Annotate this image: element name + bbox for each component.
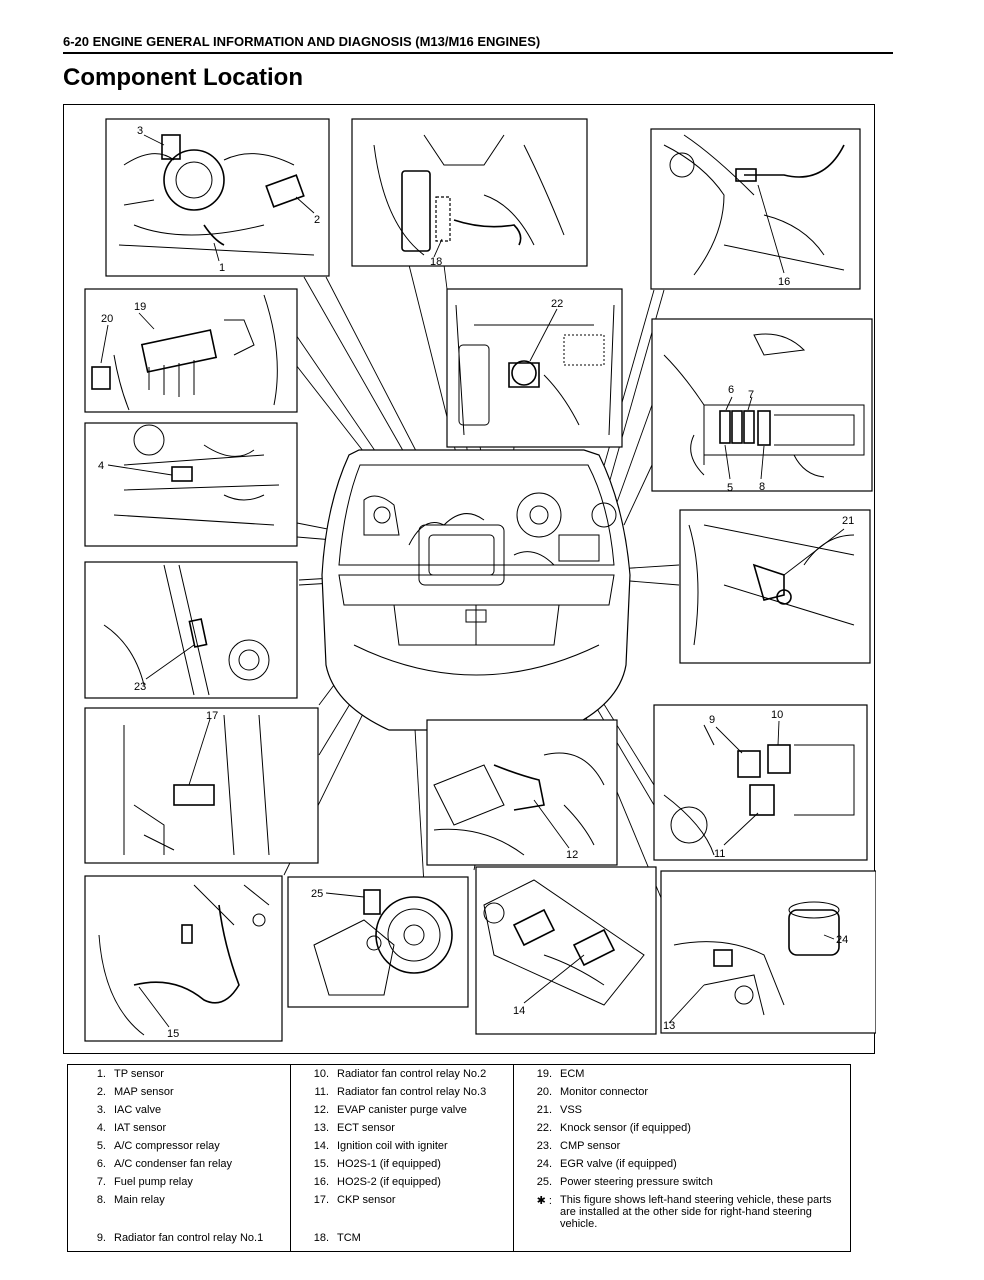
callout-20: 20 <box>101 313 113 325</box>
callout-7: 7 <box>748 389 754 401</box>
panel-ho2s-1 <box>84 875 283 1042</box>
legend-text: Monitor connector <box>560 1086 649 1098</box>
legend-text: Radiator fan control relay No.1 <box>114 1232 264 1244</box>
panel-ckp-sensor <box>84 707 319 864</box>
panel-iat-sensor <box>84 422 298 547</box>
callout-25: 25 <box>311 888 323 900</box>
vehicle-engine-bay <box>321 449 631 731</box>
legend-text: ECM <box>560 1068 585 1080</box>
legend-text: MAP sensor <box>114 1086 174 1098</box>
legend-num: 10. <box>313 1068 329 1080</box>
legend-text: EVAP canister purge valve <box>337 1104 467 1116</box>
callout-14: 14 <box>513 1005 525 1017</box>
callout-22: 22 <box>551 298 563 310</box>
legend-text: Knock sensor (if equipped) <box>560 1122 691 1134</box>
legend-text: A/C compressor relay <box>114 1140 220 1152</box>
callout-1: 1 <box>219 262 225 274</box>
legend-num: 7. <box>96 1176 106 1188</box>
legend-num: 19. <box>536 1068 552 1080</box>
panel-ignition-coil <box>475 866 657 1035</box>
callout-13: 13 <box>663 1020 675 1032</box>
legend-num: 2. <box>96 1086 106 1098</box>
callout-24: 24 <box>836 934 848 946</box>
legend-text: HO2S-1 (if equipped) <box>337 1158 441 1170</box>
callout-10: 10 <box>771 709 783 721</box>
legend-num: 4. <box>96 1122 106 1134</box>
legend-text: Radiator fan control relay No.3 <box>337 1086 487 1098</box>
legend-num: 22. <box>536 1122 552 1134</box>
panel-tcm <box>351 118 588 267</box>
legend-num: 9. <box>96 1232 106 1244</box>
legend-note: This figure shows left-hand steering veh… <box>560 1194 832 1230</box>
page-header: 6-20 ENGINE GENERAL INFORMATION AND DIAG… <box>63 34 893 54</box>
legend-num: 3. <box>96 1104 106 1116</box>
legend-num: 8. <box>96 1194 106 1206</box>
callout-12: 12 <box>566 849 578 861</box>
legend-num: 16. <box>313 1176 329 1188</box>
legend-text: Fuel pump relay <box>114 1176 193 1188</box>
legend-text: Radiator fan control relay No.2 <box>337 1068 487 1080</box>
legend-num: 11. <box>314 1086 329 1098</box>
callout-2: 2 <box>314 214 320 226</box>
panel-throttle-body <box>105 118 330 277</box>
legend-num: 6. <box>96 1158 106 1170</box>
legend-text: IAC valve <box>114 1104 162 1116</box>
legend-text: CKP sensor <box>337 1194 396 1206</box>
legend-num: 18. <box>313 1232 329 1244</box>
legend-text: Power steering pressure switch <box>560 1176 713 1188</box>
panel-ecm <box>84 288 298 413</box>
legend-num: 13. <box>313 1122 329 1134</box>
callout-15: 15 <box>167 1028 179 1040</box>
legend-num: 15. <box>313 1158 329 1170</box>
callout-8: 8 <box>759 481 765 493</box>
panel-cmp-sensor <box>84 561 298 699</box>
panel-ho2s-2 <box>650 128 861 290</box>
callout-11: 11 <box>714 848 725 860</box>
legend-num: 12. <box>313 1104 329 1116</box>
panel-radiator-fan-relays <box>653 704 868 861</box>
callout-19: 19 <box>134 301 146 313</box>
panel-ps-pressure-switch <box>287 876 469 1008</box>
callout-16: 16 <box>778 276 790 288</box>
legend-num: 1. <box>96 1068 106 1080</box>
page-title: Component Location <box>63 64 303 91</box>
callout-3: 3 <box>137 125 143 137</box>
legend-text: Ignition coil with igniter <box>337 1140 448 1152</box>
legend-num: 17. <box>313 1194 329 1206</box>
legend-text: VSS <box>560 1104 583 1116</box>
legend-text: IAT sensor <box>114 1122 167 1134</box>
panel-vss <box>679 509 871 664</box>
panel-knock-sensor <box>446 288 623 448</box>
legend-text: EGR valve (if equipped) <box>560 1158 677 1170</box>
callout-18: 18 <box>430 256 442 268</box>
callout-17: 17 <box>206 710 218 722</box>
legend-text: TCM <box>337 1232 361 1244</box>
legend-text: A/C condenser fan relay <box>114 1158 233 1170</box>
callout-4: 4 <box>98 460 104 472</box>
legend-num: 25. <box>536 1176 552 1188</box>
legend-num: 14. <box>313 1140 329 1152</box>
legend-text: ECT sensor <box>337 1122 395 1134</box>
legend-text: CMP sensor <box>560 1140 621 1152</box>
legend-num: 20. <box>536 1086 552 1098</box>
legend-text: TP sensor <box>114 1068 164 1080</box>
legend-num: ✱ : <box>536 1195 552 1207</box>
callout-21: 21 <box>842 515 854 527</box>
component-location-diagram: 3 2 1 18 16 19 20 <box>84 118 876 1042</box>
panel-evap-purge-valve <box>426 719 618 866</box>
legend-num: 21. <box>536 1104 552 1116</box>
callout-6: 6 <box>728 384 734 396</box>
panel-relay-box <box>651 318 873 492</box>
legend-num: 5. <box>96 1140 106 1152</box>
callout-5: 5 <box>727 482 733 494</box>
callout-9: 9 <box>709 714 715 726</box>
panel-ect-egr <box>660 870 876 1034</box>
legend-text: Main relay <box>114 1194 165 1206</box>
legend-num: 23. <box>536 1140 552 1152</box>
legend-text: HO2S-2 (if equipped) <box>337 1176 441 1188</box>
legend-num: 24. <box>536 1158 552 1170</box>
legend-table: 1. TP sensor 10. Radiator fan control rela… <box>67 1064 851 1252</box>
callout-23: 23 <box>134 681 146 693</box>
component-location-figure: 3 2 1 18 16 19 20 <box>63 104 876 1054</box>
